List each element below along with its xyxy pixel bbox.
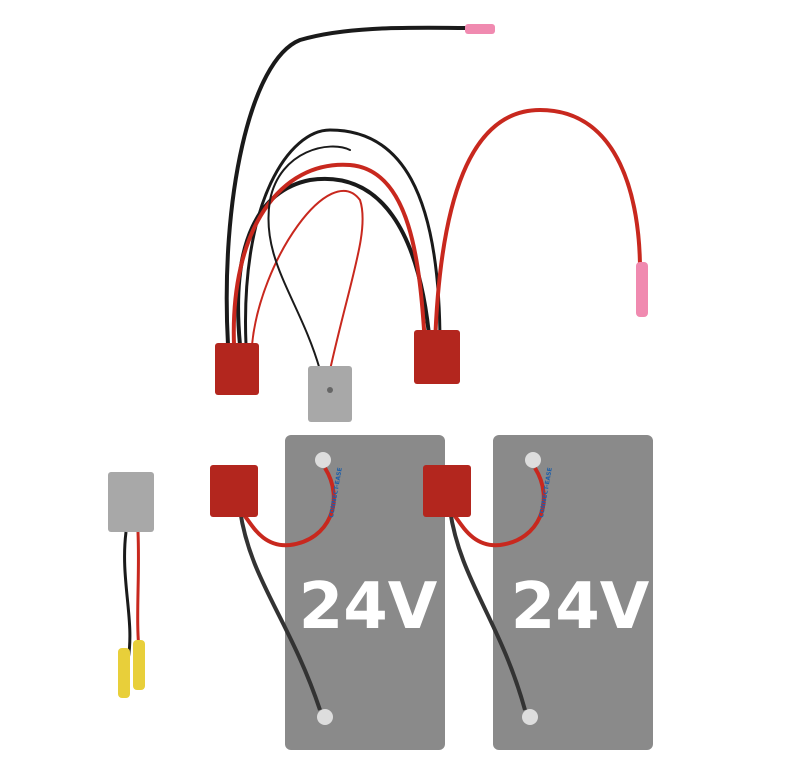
- small-pigtail: [108, 472, 154, 698]
- ring-terminal: [465, 24, 495, 34]
- red-connector-right: [414, 330, 460, 384]
- butt-terminal: [636, 262, 648, 317]
- red-connector-left: [215, 343, 259, 395]
- voltage-label: 24V: [299, 570, 438, 644]
- battery-2-red-connector: [423, 465, 471, 517]
- voltage-label: 24V: [511, 570, 650, 644]
- battery-2: CONNECT-EASE 24V: [423, 435, 653, 750]
- battery-1-red-connector: [210, 465, 258, 517]
- battery-1: CONNECT-EASE 24V: [210, 435, 445, 750]
- gray-connector: [308, 366, 352, 422]
- wiring-harness: [224, 24, 648, 371]
